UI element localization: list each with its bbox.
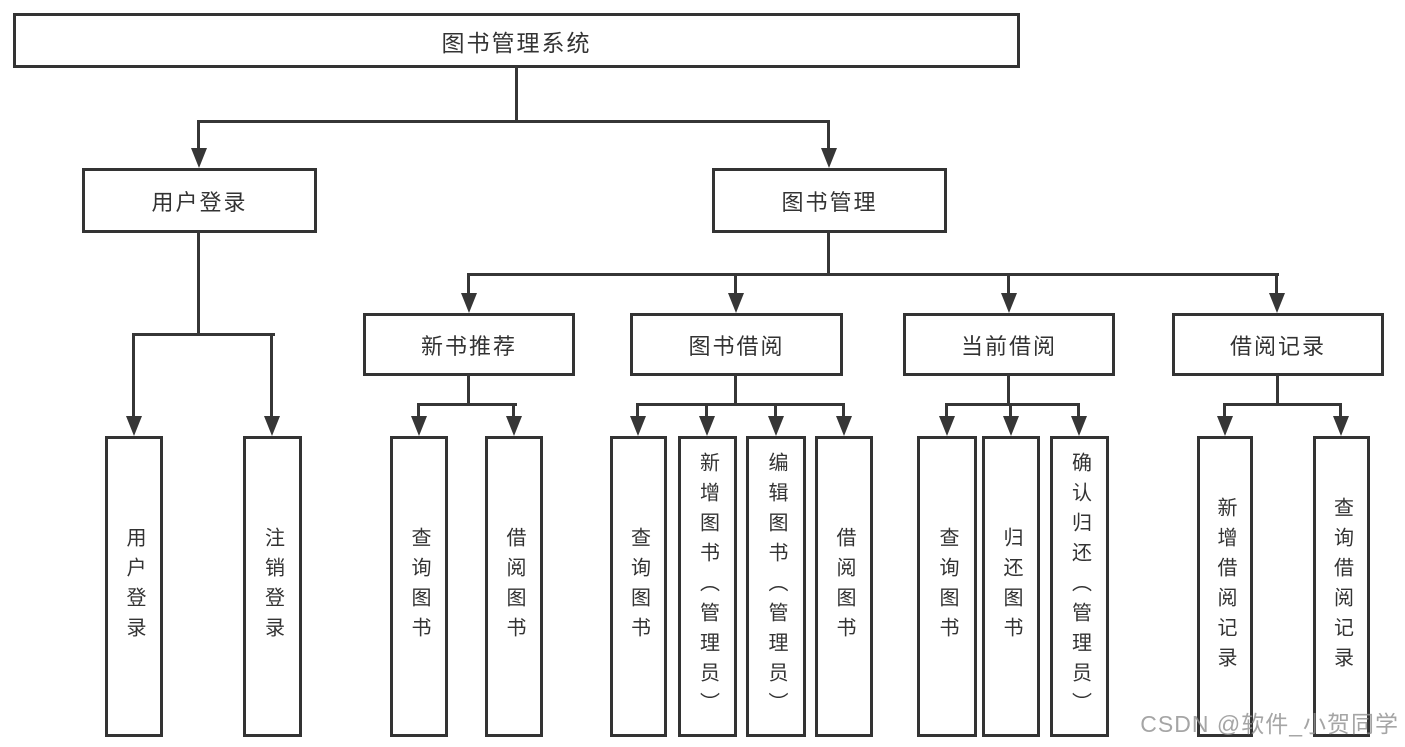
- arrow-down-icon: [506, 416, 522, 436]
- arrow-down-icon: [1001, 293, 1017, 313]
- node-book-management-label: 图书管理: [781, 189, 878, 215]
- arrow-down-icon: [1269, 293, 1285, 313]
- leaf-query-books-recommend-label: 查询图书: [408, 526, 430, 647]
- leaf-return-books: 归还图书: [982, 436, 1040, 737]
- connector-drop: [417, 403, 420, 419]
- arrow-down-icon: [1333, 416, 1349, 436]
- leaf-query-books-borrow-label: 查询图书: [627, 526, 650, 647]
- csdn-watermark: CSDN @软件_小贺同学: [1140, 711, 1399, 737]
- connector-drop: [705, 403, 708, 419]
- leaf-borrow-books-label: 借阅图书: [833, 526, 855, 647]
- connector-bar-user-login: [132, 333, 275, 336]
- connector-drop: [1275, 273, 1278, 297]
- leaf-query-books-current-label: 查询图书: [936, 526, 958, 647]
- leaf-add-books-admin-label: 新增图书（管理员）: [696, 451, 719, 722]
- leaf-borrow-books: 借阅图书: [815, 436, 873, 737]
- arrow-down-icon: [461, 293, 477, 313]
- leaf-borrow-books-recommend: 借阅图书: [485, 436, 543, 737]
- connector-drop: [842, 403, 845, 419]
- connector-drop: [636, 403, 639, 419]
- connector-bar-new-book: [417, 403, 517, 406]
- leaf-borrow-books-recommend-label: 借阅图书: [503, 526, 525, 647]
- leaf-confirm-return-admin-label: 确认归还（管理员）: [1068, 451, 1091, 722]
- connector-drop: [1007, 273, 1010, 297]
- connector-bar-borrow-records: [1223, 403, 1342, 406]
- node-user-login: 用户登录: [82, 168, 317, 233]
- arrow-down-icon: [630, 416, 646, 436]
- arrow-down-icon: [411, 416, 427, 436]
- connector-drop: [827, 120, 830, 152]
- leaf-edit-books-admin: 编辑图书（管理员）: [746, 436, 806, 737]
- arrow-down-icon: [191, 148, 207, 168]
- connector-trunk-root: [515, 66, 518, 123]
- connector-drop: [270, 333, 273, 419]
- connector-trunk-book-management: [827, 231, 830, 276]
- arrow-down-icon: [939, 416, 955, 436]
- arrow-down-icon: [126, 416, 142, 436]
- node-user-login-label: 用户登录: [151, 189, 248, 215]
- connector-drop: [1009, 403, 1012, 419]
- arrow-down-icon: [768, 416, 784, 436]
- connector-trunk-user-login: [197, 231, 200, 336]
- arrow-down-icon: [264, 416, 280, 436]
- node-borrowing-records: 借阅记录: [1172, 313, 1384, 376]
- node-library-system-label: 图书管理系统: [441, 29, 592, 56]
- connector-drop: [945, 403, 948, 419]
- connector-drop: [197, 120, 200, 152]
- connector-bar-level3: [467, 273, 1279, 276]
- leaf-query-books-borrow: 查询图书: [610, 436, 667, 737]
- connector-bar-book-borrow: [636, 403, 845, 406]
- node-new-book-recommend: 新书推荐: [363, 313, 575, 376]
- arrow-down-icon: [1217, 416, 1233, 436]
- connector-drop: [1339, 403, 1342, 419]
- node-current-borrowing: 当前借阅: [903, 313, 1115, 376]
- connector-drop: [512, 403, 515, 419]
- node-book-borrowing: 图书借阅: [630, 313, 843, 376]
- connector-drop: [774, 403, 777, 419]
- leaf-query-borrow-record-label: 查询借阅记录: [1330, 496, 1353, 677]
- node-book-management: 图书管理: [712, 168, 947, 233]
- connector-bar-level2: [197, 120, 830, 123]
- connector-trunk-current-borrow: [1007, 374, 1010, 406]
- connector-drop: [132, 333, 135, 419]
- node-book-borrowing-label: 图书借阅: [688, 333, 785, 359]
- connector-drop: [1077, 403, 1080, 419]
- leaf-logout: 注销登录: [243, 436, 302, 737]
- arrow-down-icon: [1003, 416, 1019, 436]
- node-library-system: 图书管理系统: [13, 13, 1020, 68]
- arrow-down-icon: [821, 148, 837, 168]
- connector-drop: [1223, 403, 1226, 419]
- arrow-down-icon: [699, 416, 715, 436]
- leaf-add-books-admin: 新增图书（管理员）: [678, 436, 737, 737]
- leaf-query-books-recommend: 查询图书: [390, 436, 448, 737]
- leaf-add-borrow-record-label: 新增借阅记录: [1214, 496, 1236, 677]
- leaf-return-books-label: 归还图书: [1000, 526, 1022, 647]
- connector-drop: [734, 273, 737, 297]
- leaf-edit-books-admin-label: 编辑图书（管理员）: [765, 451, 787, 722]
- arrow-down-icon: [836, 416, 852, 436]
- leaf-user-login: 用户登录: [105, 436, 163, 737]
- connector-trunk-new-book: [467, 374, 470, 406]
- connector-trunk-book-borrow: [734, 374, 737, 406]
- leaf-logout-label: 注销登录: [261, 526, 284, 647]
- node-borrowing-records-label: 借阅记录: [1229, 333, 1326, 359]
- node-new-book-recommend-label: 新书推荐: [420, 333, 517, 359]
- connector-trunk-borrow-records: [1276, 374, 1279, 406]
- leaf-query-borrow-record: 查询借阅记录: [1313, 436, 1370, 737]
- arrow-down-icon: [1071, 416, 1087, 436]
- arrow-down-icon: [728, 293, 744, 313]
- connector-bar-current-borrow: [945, 403, 1080, 406]
- node-current-borrowing-label: 当前借阅: [960, 333, 1057, 359]
- leaf-confirm-return-admin: 确认归还（管理员）: [1050, 436, 1109, 737]
- connector-drop: [467, 273, 470, 297]
- leaf-user-login-label: 用户登录: [123, 526, 145, 647]
- leaf-query-books-current: 查询图书: [917, 436, 977, 737]
- leaf-add-borrow-record: 新增借阅记录: [1197, 436, 1253, 737]
